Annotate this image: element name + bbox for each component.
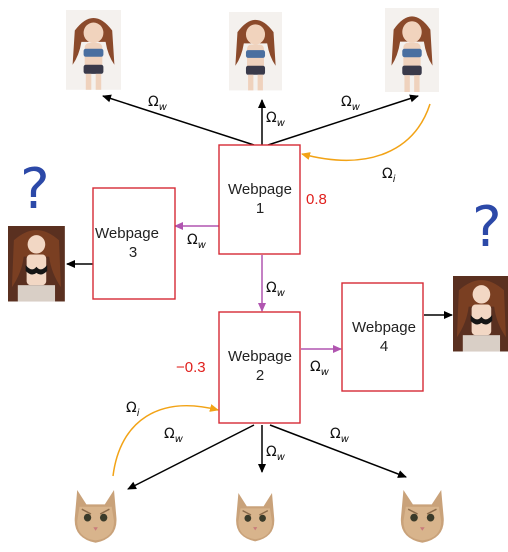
edge-doll-w1 (301, 103, 431, 162)
cat-image-right (393, 477, 452, 549)
edge-label-w2-cat-middle: Ωw (266, 444, 286, 463)
webpage-node-2: Webpage 2 (218, 311, 301, 424)
webpage-number-4: 4 (380, 338, 388, 355)
edges-web-to-image (66, 94, 453, 490)
edge-label-w1-doll-right: Ωw (341, 94, 361, 113)
doll-image-top-middle (229, 12, 282, 91)
webpage-box-3 (92, 187, 176, 300)
edge-label-w2-cat-right: Ωw (330, 426, 350, 445)
edge-w1-doll-top-right (267, 94, 419, 146)
webpage-box-4 (341, 282, 424, 392)
doll-image-right (453, 276, 508, 352)
doll-image-top-left (66, 10, 121, 90)
webpage-label-2: Webpage (228, 348, 292, 365)
edge-w2-cat-left (127, 424, 255, 490)
webpage-node-1: Webpage 1 (218, 144, 301, 255)
edge-label-w1-w3: Ωw (187, 232, 207, 251)
question-mark-right: ? (472, 195, 502, 260)
edge-label-w1-doll-left: Ωw (148, 94, 168, 113)
edge-label-w2-w4: Ωw (310, 359, 330, 378)
edge-label-image-to-w1: Ωi (382, 166, 396, 185)
webpage-node-4: Webpage 4 (341, 282, 424, 392)
webpage-score-2: −0.3 (176, 359, 206, 376)
doll-image-top-right (385, 8, 439, 92)
cat-image-left (67, 477, 124, 549)
edge-cat-w2 (112, 404, 219, 477)
webpage-label-1: Webpage (228, 181, 292, 198)
webpage-score-1: 0.8 (306, 191, 327, 208)
edge-w2-cat-right (269, 424, 407, 478)
doll-image-left (8, 226, 65, 302)
webpage-number-2: 2 (256, 367, 264, 384)
webpage-label-3: Webpage (95, 225, 159, 242)
edge-label-w1-doll-middle: Ωw (266, 110, 286, 129)
webpage-number-3: 3 (129, 244, 137, 261)
cat-image-middle (229, 481, 282, 547)
question-mark-left: ? (20, 157, 50, 222)
edge-label-w1-w2: Ωw (266, 280, 286, 299)
edge-w1-doll-top-left (102, 94, 255, 146)
edge-label-image-to-w2: Ωi (126, 400, 140, 419)
webpage-label-4: Webpage (352, 319, 416, 336)
webpage-number-1: 1 (256, 200, 264, 217)
edges-web-links (174, 222, 342, 353)
webpage-box-2 (218, 311, 301, 424)
webpage-box-1 (218, 144, 301, 255)
webpage-node-3: Webpage 3 (92, 187, 176, 300)
edges-image-to-web (112, 103, 431, 477)
edge-label-w2-cat-left: Ωw (164, 426, 184, 445)
